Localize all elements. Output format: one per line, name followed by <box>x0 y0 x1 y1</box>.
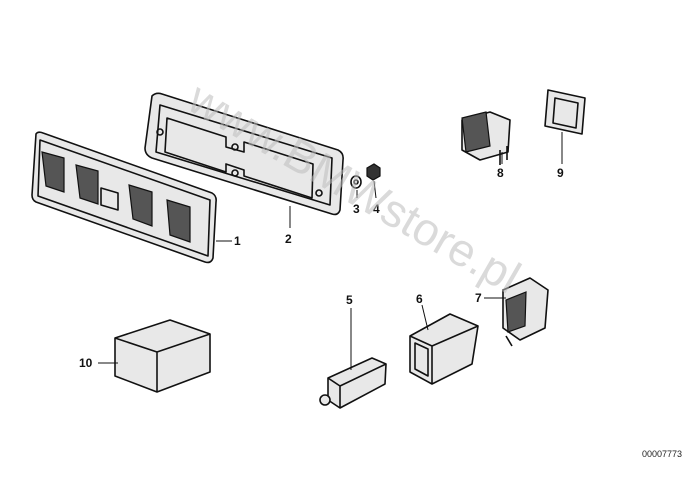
part-8-rocker-switch[interactable] <box>461 111 511 165</box>
part-2-frame[interactable] <box>144 92 344 216</box>
rocker-button[interactable] <box>41 151 65 193</box>
label-part-6: 6 <box>416 292 423 306</box>
rocker-button[interactable] <box>166 199 191 243</box>
rocker-button[interactable] <box>75 164 99 205</box>
drawing-number: 00007773 <box>642 449 682 459</box>
label-part-5: 5 <box>346 293 353 307</box>
square-button[interactable] <box>100 187 119 211</box>
part-7-rocker-switch[interactable] <box>502 277 549 347</box>
label-part-1: 1 <box>234 234 241 248</box>
part-10-relay[interactable] <box>114 319 211 393</box>
label-part-4: 4 <box>373 202 380 216</box>
rocker-button[interactable] <box>128 184 153 227</box>
part-5-switch[interactable] <box>319 357 387 409</box>
part-9-frame-plate[interactable] <box>544 89 586 135</box>
label-part-10: 10 <box>79 356 93 370</box>
label-part-2: 2 <box>285 232 292 246</box>
watermark: www.BMWstore.pl <box>179 71 529 303</box>
part-3-washer[interactable] <box>350 175 362 189</box>
label-part-3: 3 <box>353 202 360 216</box>
part-1-switch-cover[interactable] <box>31 131 217 264</box>
part-4-nut[interactable] <box>366 163 381 181</box>
label-part-7: 7 <box>475 291 482 305</box>
label-part-9: 9 <box>557 166 564 180</box>
label-part-8: 8 <box>497 166 504 180</box>
part-6-housing[interactable] <box>409 313 479 385</box>
